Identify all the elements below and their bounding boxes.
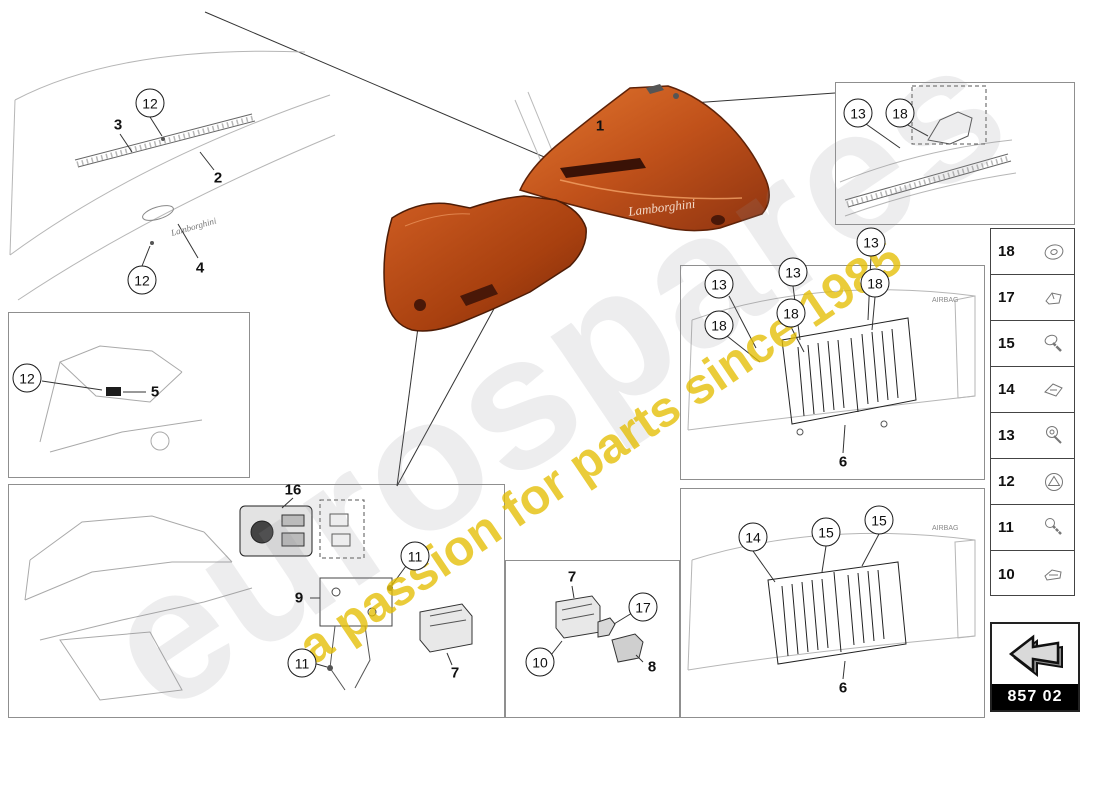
callout-6[interactable]: 6 <box>838 679 848 697</box>
center-vents-art: AIRBAG <box>687 255 976 454</box>
clip-icon <box>1041 285 1067 311</box>
bracket-clip-icon <box>1041 561 1067 587</box>
callout-3[interactable]: 3 <box>113 116 123 134</box>
legend-row-13: 13 <box>991 413 1074 459</box>
view-switch-assembly <box>8 484 505 718</box>
callout-15[interactable]: 15 <box>864 505 894 535</box>
airbag-label-center: AIRBAG <box>932 297 958 304</box>
callout-9[interactable]: 9 <box>294 589 304 607</box>
callout-14[interactable]: 14 <box>738 522 768 552</box>
callout-18[interactable]: 18 <box>704 310 734 340</box>
legend-number: 14 <box>998 381 1015 398</box>
callout-7[interactable]: 7 <box>450 664 460 682</box>
callout-4[interactable]: 4 <box>195 259 205 277</box>
view-left-bracket <box>8 312 250 478</box>
legend-row-17: 17 <box>991 275 1074 321</box>
legend-number: 11 <box>998 519 1014 536</box>
callout-5[interactable]: 5 <box>150 383 160 401</box>
trim-strip-art: Lamborghini <box>9 50 336 301</box>
dashboard-panel-art: Lamborghini <box>383 84 770 332</box>
legend-number: 15 <box>998 335 1015 352</box>
callout-13[interactable]: 13 <box>843 98 873 128</box>
callout-8[interactable]: 8 <box>647 658 657 676</box>
legend-row-15: 15 <box>991 321 1074 367</box>
part-code-label: 857 02 <box>992 684 1078 710</box>
callout-7[interactable]: 7 <box>567 568 577 586</box>
callout-13[interactable]: 13 <box>778 257 808 287</box>
diagram-code-box: 857 02 <box>990 622 1080 712</box>
screw-washer-icon <box>1041 331 1067 357</box>
callout-16[interactable]: 16 <box>284 481 302 499</box>
callout-10[interactable]: 10 <box>525 647 555 677</box>
callout-11[interactable]: 11 <box>400 541 430 571</box>
callout-12[interactable]: 12 <box>127 265 157 295</box>
view-top-right-trim <box>835 82 1075 225</box>
callout-15[interactable]: 15 <box>811 517 841 547</box>
grommet-icon <box>1041 239 1067 265</box>
callout-18[interactable]: 18 <box>776 298 806 328</box>
left-bracket-art <box>39 345 203 453</box>
legend-number: 18 <box>998 243 1015 260</box>
callout-12[interactable]: 12 <box>12 363 42 393</box>
small-parts-art <box>550 585 644 663</box>
view-lower-vents <box>680 488 985 718</box>
retainer-clip-icon <box>1041 377 1067 403</box>
legend-row-10: 10 <box>991 551 1074 597</box>
view-small-parts <box>505 560 680 718</box>
legend-row-12: 12 <box>991 459 1074 505</box>
legend-row-14: 14 <box>991 367 1074 413</box>
callout-6[interactable]: 6 <box>838 453 848 471</box>
switch-assembly-art <box>24 497 473 701</box>
legend-number: 13 <box>998 427 1015 444</box>
emblem-script-small: Lamborghini <box>169 215 218 238</box>
view-center-vents <box>680 265 985 480</box>
callout-2[interactable]: 2 <box>213 169 223 187</box>
legend-row-11: 11 <box>991 505 1074 551</box>
nut-fastener-icon <box>1041 423 1067 449</box>
callout-13[interactable]: 13 <box>856 227 886 257</box>
callout-18[interactable]: 18 <box>885 98 915 128</box>
callout-18[interactable]: 18 <box>860 268 890 298</box>
screw-icon <box>1041 515 1067 541</box>
fastener-legend: 18 17 15 14 13 <box>990 228 1075 596</box>
lower-vents-art: AIRBAG <box>687 525 976 680</box>
callout-11[interactable]: 11 <box>287 648 317 678</box>
legend-number: 10 <box>998 565 1015 583</box>
legend-number: 17 <box>998 289 1015 306</box>
legend-row-18: 18 <box>991 229 1074 275</box>
legend-number: 12 <box>998 473 1015 490</box>
trim-fastener-icon <box>1041 469 1067 495</box>
callout-12[interactable]: 12 <box>135 88 165 118</box>
callout-13[interactable]: 13 <box>704 269 734 299</box>
back-arrow-icon <box>992 624 1078 684</box>
callout-1[interactable]: 1 <box>595 117 605 135</box>
callout-17[interactable]: 17 <box>628 592 658 622</box>
airbag-label-lower: AIRBAG <box>932 525 958 532</box>
